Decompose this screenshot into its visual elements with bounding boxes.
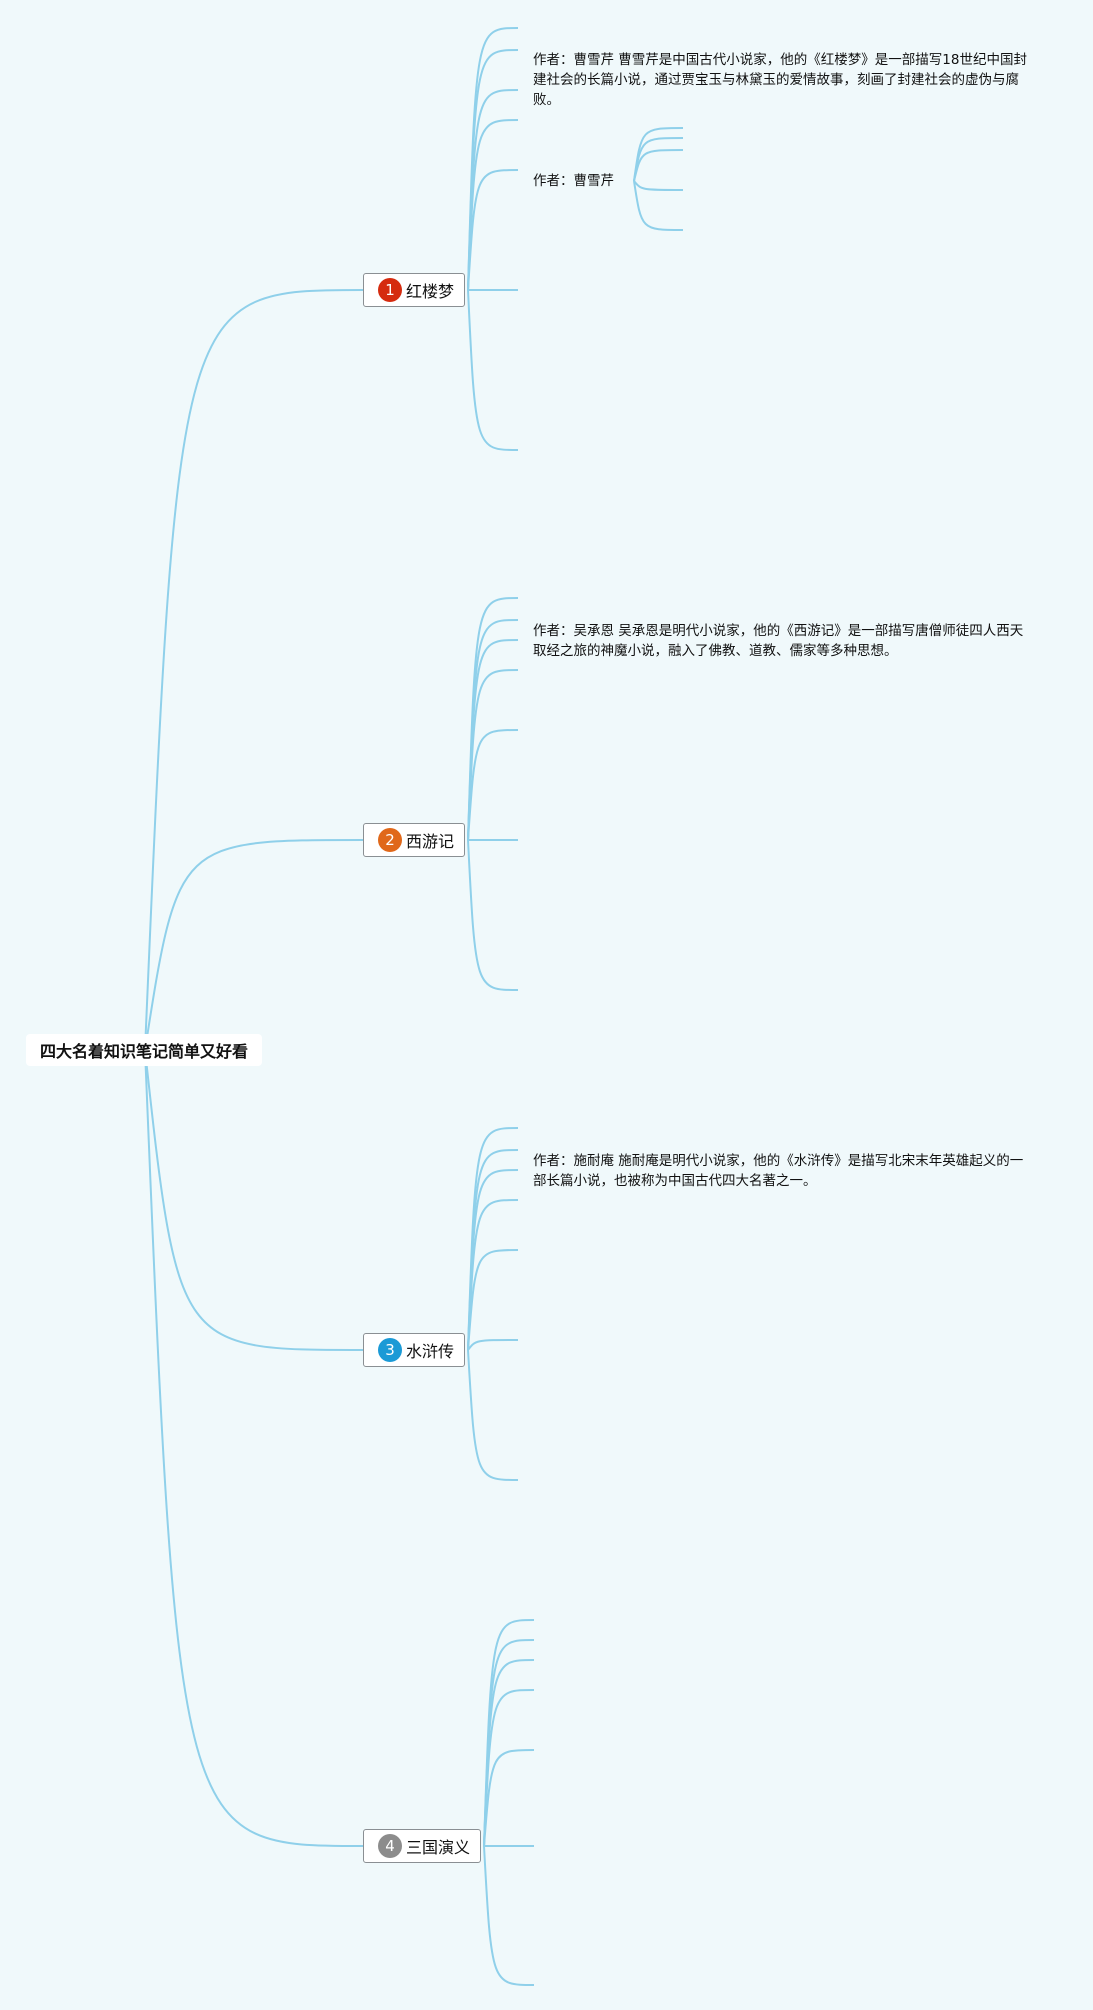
branch-1-connector-5	[467, 169, 519, 291]
note-hongloumeng-author[interactable]: 作者：曹雪芹	[533, 173, 614, 189]
branch-hongloumeng-label: 红楼梦	[406, 282, 455, 301]
branch-2-connector-7	[467, 839, 519, 991]
branch-hongloumeng[interactable]: 1 红楼梦	[363, 273, 466, 307]
root-connector-2	[144, 839, 364, 1051]
branch-3-connector-7	[467, 1349, 519, 1481]
root-connector-3	[144, 1049, 364, 1351]
branch-4-connector-7	[483, 1845, 535, 1986]
branch-shuihuzhuan[interactable]: 3 水浒传	[363, 1333, 466, 1367]
root-connector-4	[144, 1049, 364, 1847]
note-shuihuzhuan-desc[interactable]: 作者：施耐庵 施耐庵是明代小说家，他的《水浒传》是描写北宋末年英雄起义的一部长篇…	[533, 1153, 1024, 1189]
number-3-icon: 3	[378, 1338, 402, 1362]
branch-sanguoyanyi-label: 三国演义	[406, 1838, 471, 1857]
branch-3-connector-6	[467, 1339, 519, 1351]
root-topic[interactable]: 四大名着知识笔记简单又好看	[26, 1034, 262, 1066]
branch-shuihuzhuan-label: 水浒传	[406, 1342, 455, 1361]
number-2-icon: 2	[378, 828, 402, 852]
branch-3-connector-5	[467, 1249, 519, 1351]
branch-1-connector-7	[467, 289, 519, 451]
branch-4-connector-5	[483, 1749, 535, 1847]
branch-sanguoyanyi[interactable]: 4 三国演义	[363, 1829, 482, 1863]
branch-1-connector-4	[467, 119, 519, 291]
branch-xiyouji-label: 西游记	[406, 832, 455, 851]
author-connector-3	[633, 149, 684, 182]
branch-2-connector-4	[467, 669, 519, 841]
note-hongloumeng-desc[interactable]: 作者：曹雪芹 曹雪芹是中国古代小说家，他的《红楼梦》是一部描写18世纪中国封建社…	[533, 52, 1027, 108]
branch-xiyouji[interactable]: 2 西游记	[363, 823, 466, 857]
branch-3-connector-4	[467, 1199, 519, 1351]
number-4-icon: 4	[378, 1834, 402, 1858]
note-xiyouji-desc[interactable]: 作者：吴承恩 吴承恩是明代小说家，他的《西游记》是一部描写唐僧师徒四人西天取经之…	[533, 623, 1024, 659]
branch-2-connector-5	[467, 729, 519, 841]
author-connector-4	[633, 180, 684, 191]
author-connector-5	[633, 180, 684, 231]
root-topic-label: 四大名着知识笔记简单又好看	[39, 1042, 248, 1061]
root-connector-1	[144, 289, 364, 1051]
number-1-icon: 1	[378, 278, 402, 302]
branch-4-connector-4	[483, 1689, 535, 1847]
